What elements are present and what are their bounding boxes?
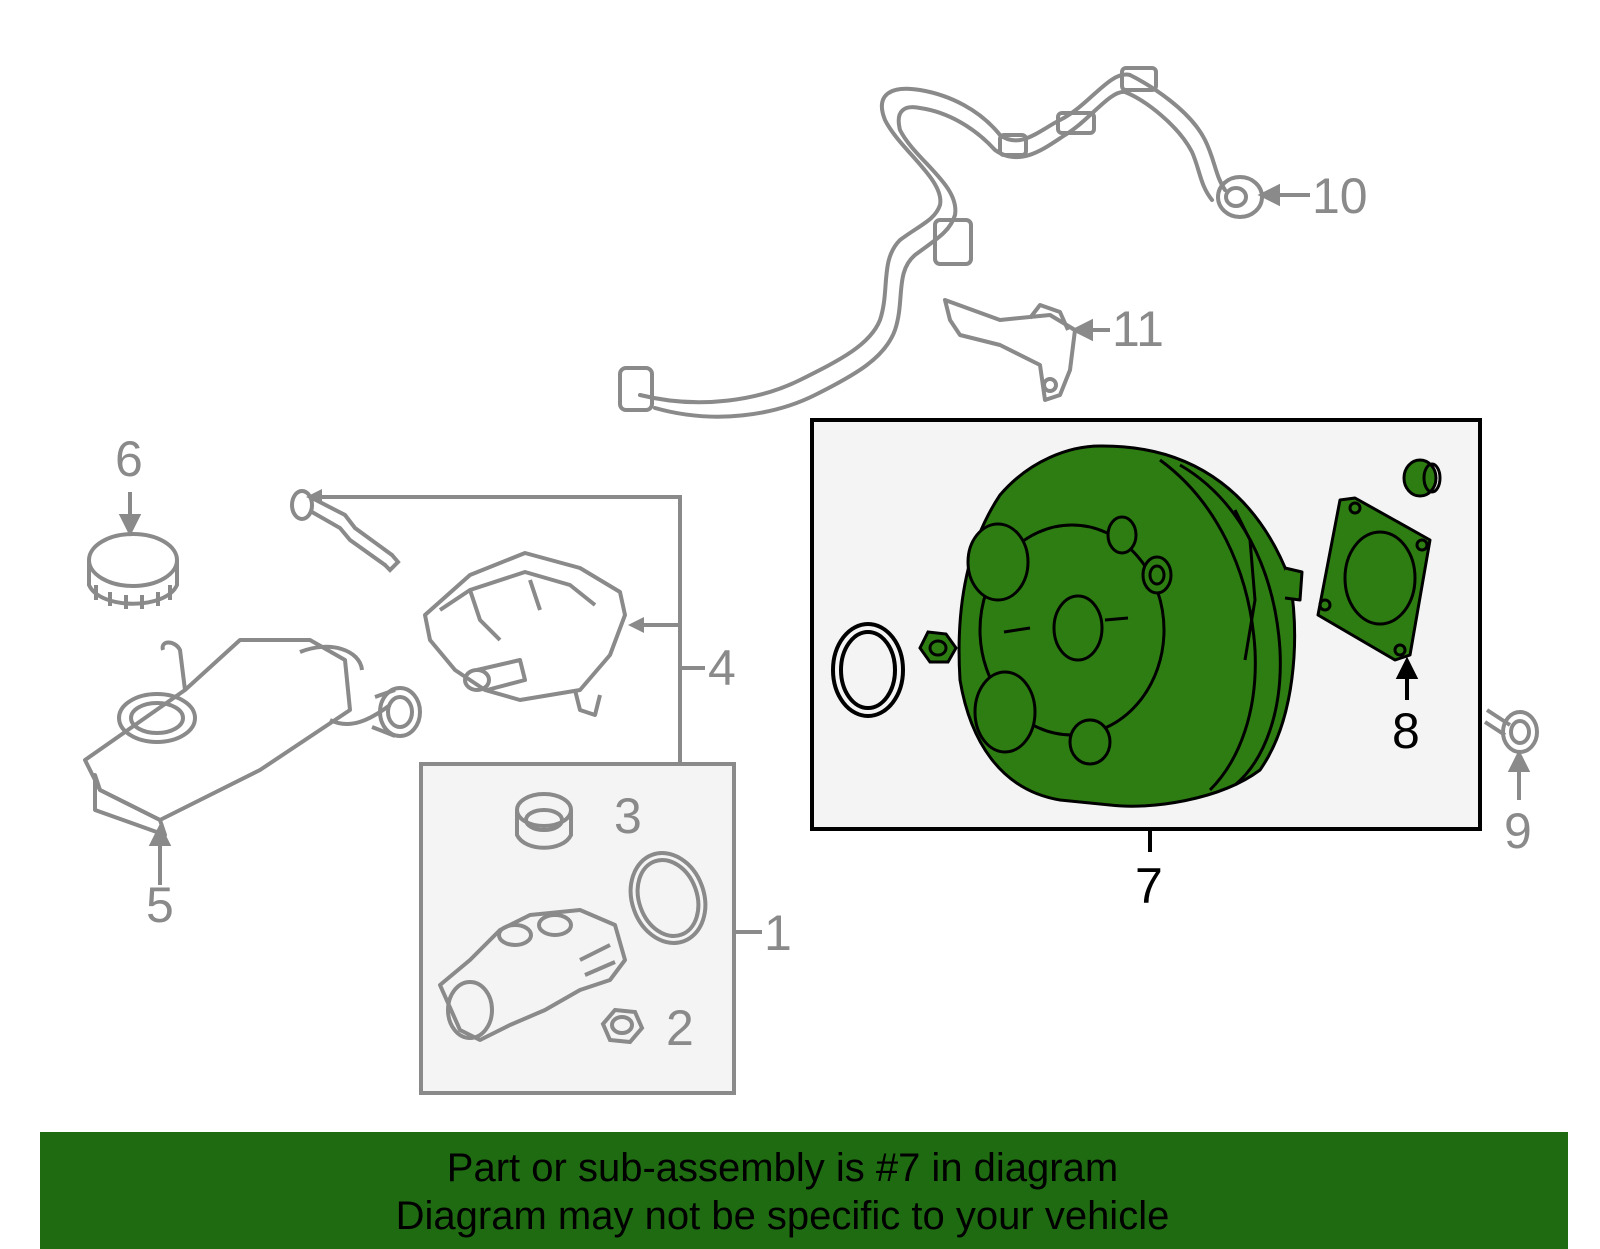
callout-8: 8 [1392, 703, 1420, 759]
brake-fluid-reservoir[interactable] [83, 638, 422, 837]
booster-seal-ring[interactable] [831, 622, 905, 718]
mounting-nut[interactable] [600, 1007, 645, 1045]
level-sensor[interactable] [290, 489, 401, 573]
master-cylinder-seal[interactable] [618, 842, 717, 953]
callout-5: 5 [146, 877, 174, 933]
vacuum-hose[interactable] [618, 66, 1264, 419]
callout-1: 1 [764, 905, 792, 961]
banner-line-2: Diagram may not be specific to your vehi… [395, 1194, 1170, 1238]
callout-10: 10 [1312, 168, 1368, 224]
callout-4: 4 [708, 640, 736, 696]
banner-line-1: Part or sub-assembly is #7 in diagram [446, 1146, 1119, 1190]
notice-banner: Part or sub-assembly is #7 in diagram Di… [40, 1132, 1568, 1249]
booster-bolt[interactable] [1483, 708, 1539, 754]
brake-booster[interactable] [957, 444, 1304, 808]
callout-8-arrow [1395, 656, 1419, 700]
reservoir-grommet[interactable] [515, 792, 573, 850]
reservoir-assembly[interactable] [423, 551, 627, 717]
callout-6: 6 [115, 431, 143, 487]
booster-gasket[interactable] [1316, 496, 1432, 662]
reservoir-cap[interactable] [87, 532, 179, 609]
callout-9: 9 [1504, 803, 1532, 859]
callout-3: 3 [614, 788, 642, 844]
callout-2: 2 [666, 1000, 694, 1056]
vacuum-line-bracket[interactable] [943, 298, 1077, 402]
booster-nut[interactable] [918, 630, 958, 664]
callout-11: 11 [1112, 301, 1164, 357]
master-cylinder[interactable] [438, 908, 627, 1042]
booster-grommet[interactable] [1402, 458, 1442, 498]
callout-7: 7 [1135, 858, 1163, 914]
